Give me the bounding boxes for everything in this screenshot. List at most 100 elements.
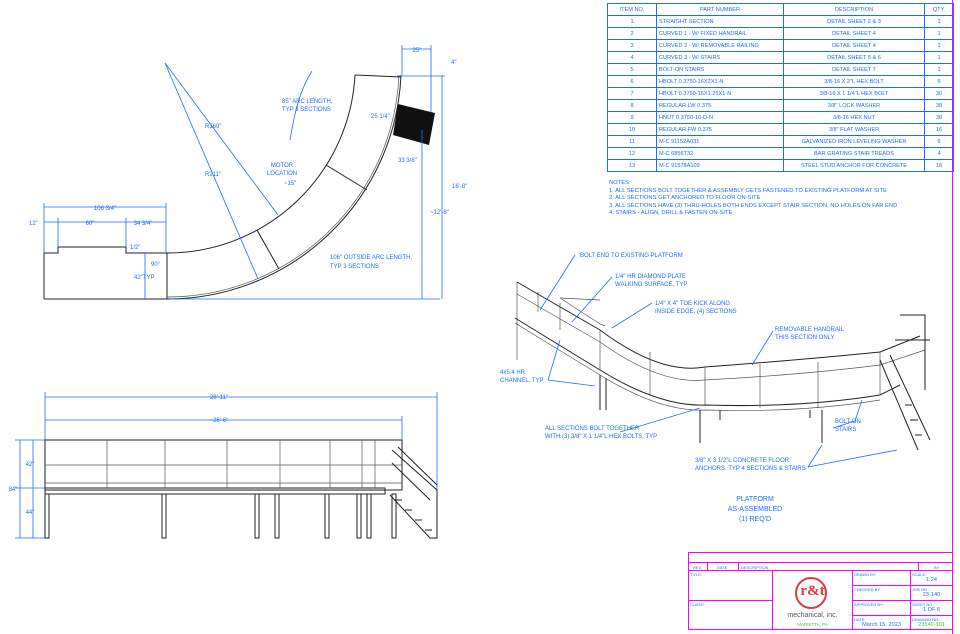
notes: NOTES: 1. ALL SECTIONS BOLT TOGETHER & A…: [609, 180, 897, 218]
note-3: 3. ALL SECTIONS HAVE (3) THRU-HOLES BOTH…: [609, 202, 898, 209]
col-qty: QTY.: [924, 3, 954, 16]
scale-label: SCALE:: [912, 572, 927, 577]
bom-cell-item: 12: [607, 147, 657, 160]
bom-cell-item: 13: [607, 159, 657, 172]
company-location: MARIETTA, PA: [797, 622, 828, 627]
bom-cell-desc: 3/8-16 X 1 1/4"L HEX BOLT: [783, 87, 925, 100]
notes-title: NOTES:: [609, 180, 631, 186]
dim-12-8: ~12'-8": [430, 210, 449, 216]
bom-cell-desc: DETAIL SHEET 5 & 6: [783, 51, 925, 64]
dim-34: 34 3/4": [134, 221, 153, 227]
bom-cell-part: HNUT 0.3750-16-D-N: [656, 111, 784, 124]
dim-25-quarter: 25 1/4": [371, 114, 390, 120]
iso-leaders: [539, 254, 898, 468]
bom-cell-qty: 18: [924, 159, 954, 172]
outer-arc: [166, 74, 402, 300]
iso-bolt-on-label-2: STAIRS: [835, 427, 856, 433]
elevation-view: 28'-11" ~26'-6" 84" 42" 44": [9, 392, 438, 539]
job-value: 23-140: [922, 592, 941, 598]
col-part: PART NUMBER: [656, 3, 784, 16]
iso-channel-label-2: CHANNEL, TYP: [500, 378, 544, 384]
job-label: JOB NO.:: [912, 587, 930, 592]
curve-end: [354, 74, 402, 78]
bom-cell-item: 3: [607, 39, 657, 52]
bom-cell-qty: 16: [924, 123, 954, 136]
bom-cell-desc: DETAIL SHEET 4: [783, 27, 925, 40]
motor-location-label: MOTOR: [271, 163, 294, 169]
dim-half: 1/2": [130, 245, 140, 251]
caption-line-2: AS-ASSEMBLED: [728, 506, 782, 513]
bom-cell-qty: 1: [924, 27, 954, 40]
bom-cell-item: 7: [607, 87, 657, 100]
iso-diamond-label: 1/4" HR DIAMOND PLATE: [615, 274, 686, 280]
bom-cell-desc: DETAIL SHEET 7: [783, 63, 925, 76]
bom-cell-desc: 3/8-16 HEX NUT: [783, 111, 925, 124]
sheet-value: 1 OF 6: [922, 607, 941, 613]
iso-bolt-together-label: ALL SECTIONS BOLT TOGETHER: [545, 426, 640, 432]
iso-bolt-on-label: BOLT-ON: [835, 419, 861, 425]
note-4: 4. STAIRS - ALIGN, DRILL & FASTEN ON-SIT…: [609, 210, 733, 217]
bom-cell-part: HBOLT 0.3750-16X2X1-N: [656, 75, 784, 88]
iso-toe-kick-label-2: INSIDE EDGE, (4) SECTIONS: [655, 309, 737, 315]
height-42-label: 42": [26, 462, 35, 468]
rail-posts: [106, 440, 376, 488]
date-value: March 15, 2023: [862, 622, 901, 628]
straight-section-outline: [43, 246, 168, 300]
isometric-view: BOLT END TO EXISTING PLATFORM 1/4" HR DI…: [500, 253, 931, 523]
stair-treads: [393, 104, 435, 145]
bom-cell-item: 9: [607, 111, 657, 124]
sheet-border: [952, 0, 953, 634]
iso-anchors-label-2: ANCHORS, TYP 4 SECTIONS & STAIRS: [695, 466, 806, 472]
arc-length-label-2: TYP 3 SECTIONS: [282, 107, 331, 113]
motor-dim-label: ~15": [284, 181, 296, 187]
platform-length-label: ~26'-6": [210, 418, 229, 424]
radius-inner-label: R169": [205, 124, 221, 130]
bom-cell-part: M-C 6856T32: [656, 147, 784, 160]
height-84-label: 84": [9, 487, 18, 493]
company-logo: r&t mechanical, inc. MARIETTA, PA: [772, 570, 853, 630]
iso-channel-label: 4x5.4 HR: [500, 370, 526, 376]
dim-12: 12": [29, 221, 38, 227]
bom-cell-desc: 3/8" LOCK WASHER: [783, 99, 925, 112]
date-header: DATE: [717, 565, 728, 570]
caption-line-3: (1) REQ'D: [739, 516, 771, 523]
company-name: mechanical, inc.: [787, 612, 838, 619]
outside-arc-label-2: TYP 3 SECTIONS: [330, 264, 379, 270]
bom-cell-qty: 38: [924, 111, 954, 124]
checked-by-label: CHECKED BY:: [854, 587, 881, 592]
note-2: 2. ALL SECTIONS GET ANCHORED TO FLOOR ON…: [609, 195, 761, 202]
bom-cell-part: REGULAR FW 0.375: [656, 123, 784, 136]
bom-cell-item: 8: [607, 99, 657, 112]
bom-cell-qty: 6: [924, 135, 954, 148]
date-label: DATE:: [854, 617, 866, 622]
bom-cell-part: CURVED 2 - W/ REMOVABLE RAILING: [656, 39, 784, 52]
outside-arc-label: 106" OUTSIDE ARC LENGTH,: [330, 255, 412, 261]
bom-cell-desc: STEEL STUD ANCHOR FOR CONCRETE: [783, 159, 925, 172]
bom-cell-item: 4: [607, 51, 657, 64]
bom-cell-item: 10: [607, 123, 657, 136]
bom-cell-part: BOLT-ON STAIRS: [656, 63, 784, 76]
dim-42-typ: 42"TYP: [134, 275, 154, 281]
bom-cell-qty: 1: [924, 39, 954, 52]
outer-arc-rail: [166, 74, 400, 298]
inner-arc: [166, 74, 356, 254]
bom-cell-part: HBOLT 0.3750-16X1.25X1-N: [656, 87, 784, 100]
dim-25: 25": [413, 48, 422, 54]
col-desc: DESCRIPTION: [783, 3, 925, 16]
bom-cell-part: M-C 91152A031: [656, 135, 784, 148]
section-joint-2: [325, 164, 368, 191]
approved-by-label: APPROVED BY:: [854, 602, 884, 607]
bom-cell-qty: 1: [924, 51, 954, 64]
radius-outer-label: R211": [205, 172, 221, 178]
bom-cell-desc: 3/8" FLAT WASHER: [783, 123, 925, 136]
dim-106: 106 3/4": [94, 206, 116, 212]
